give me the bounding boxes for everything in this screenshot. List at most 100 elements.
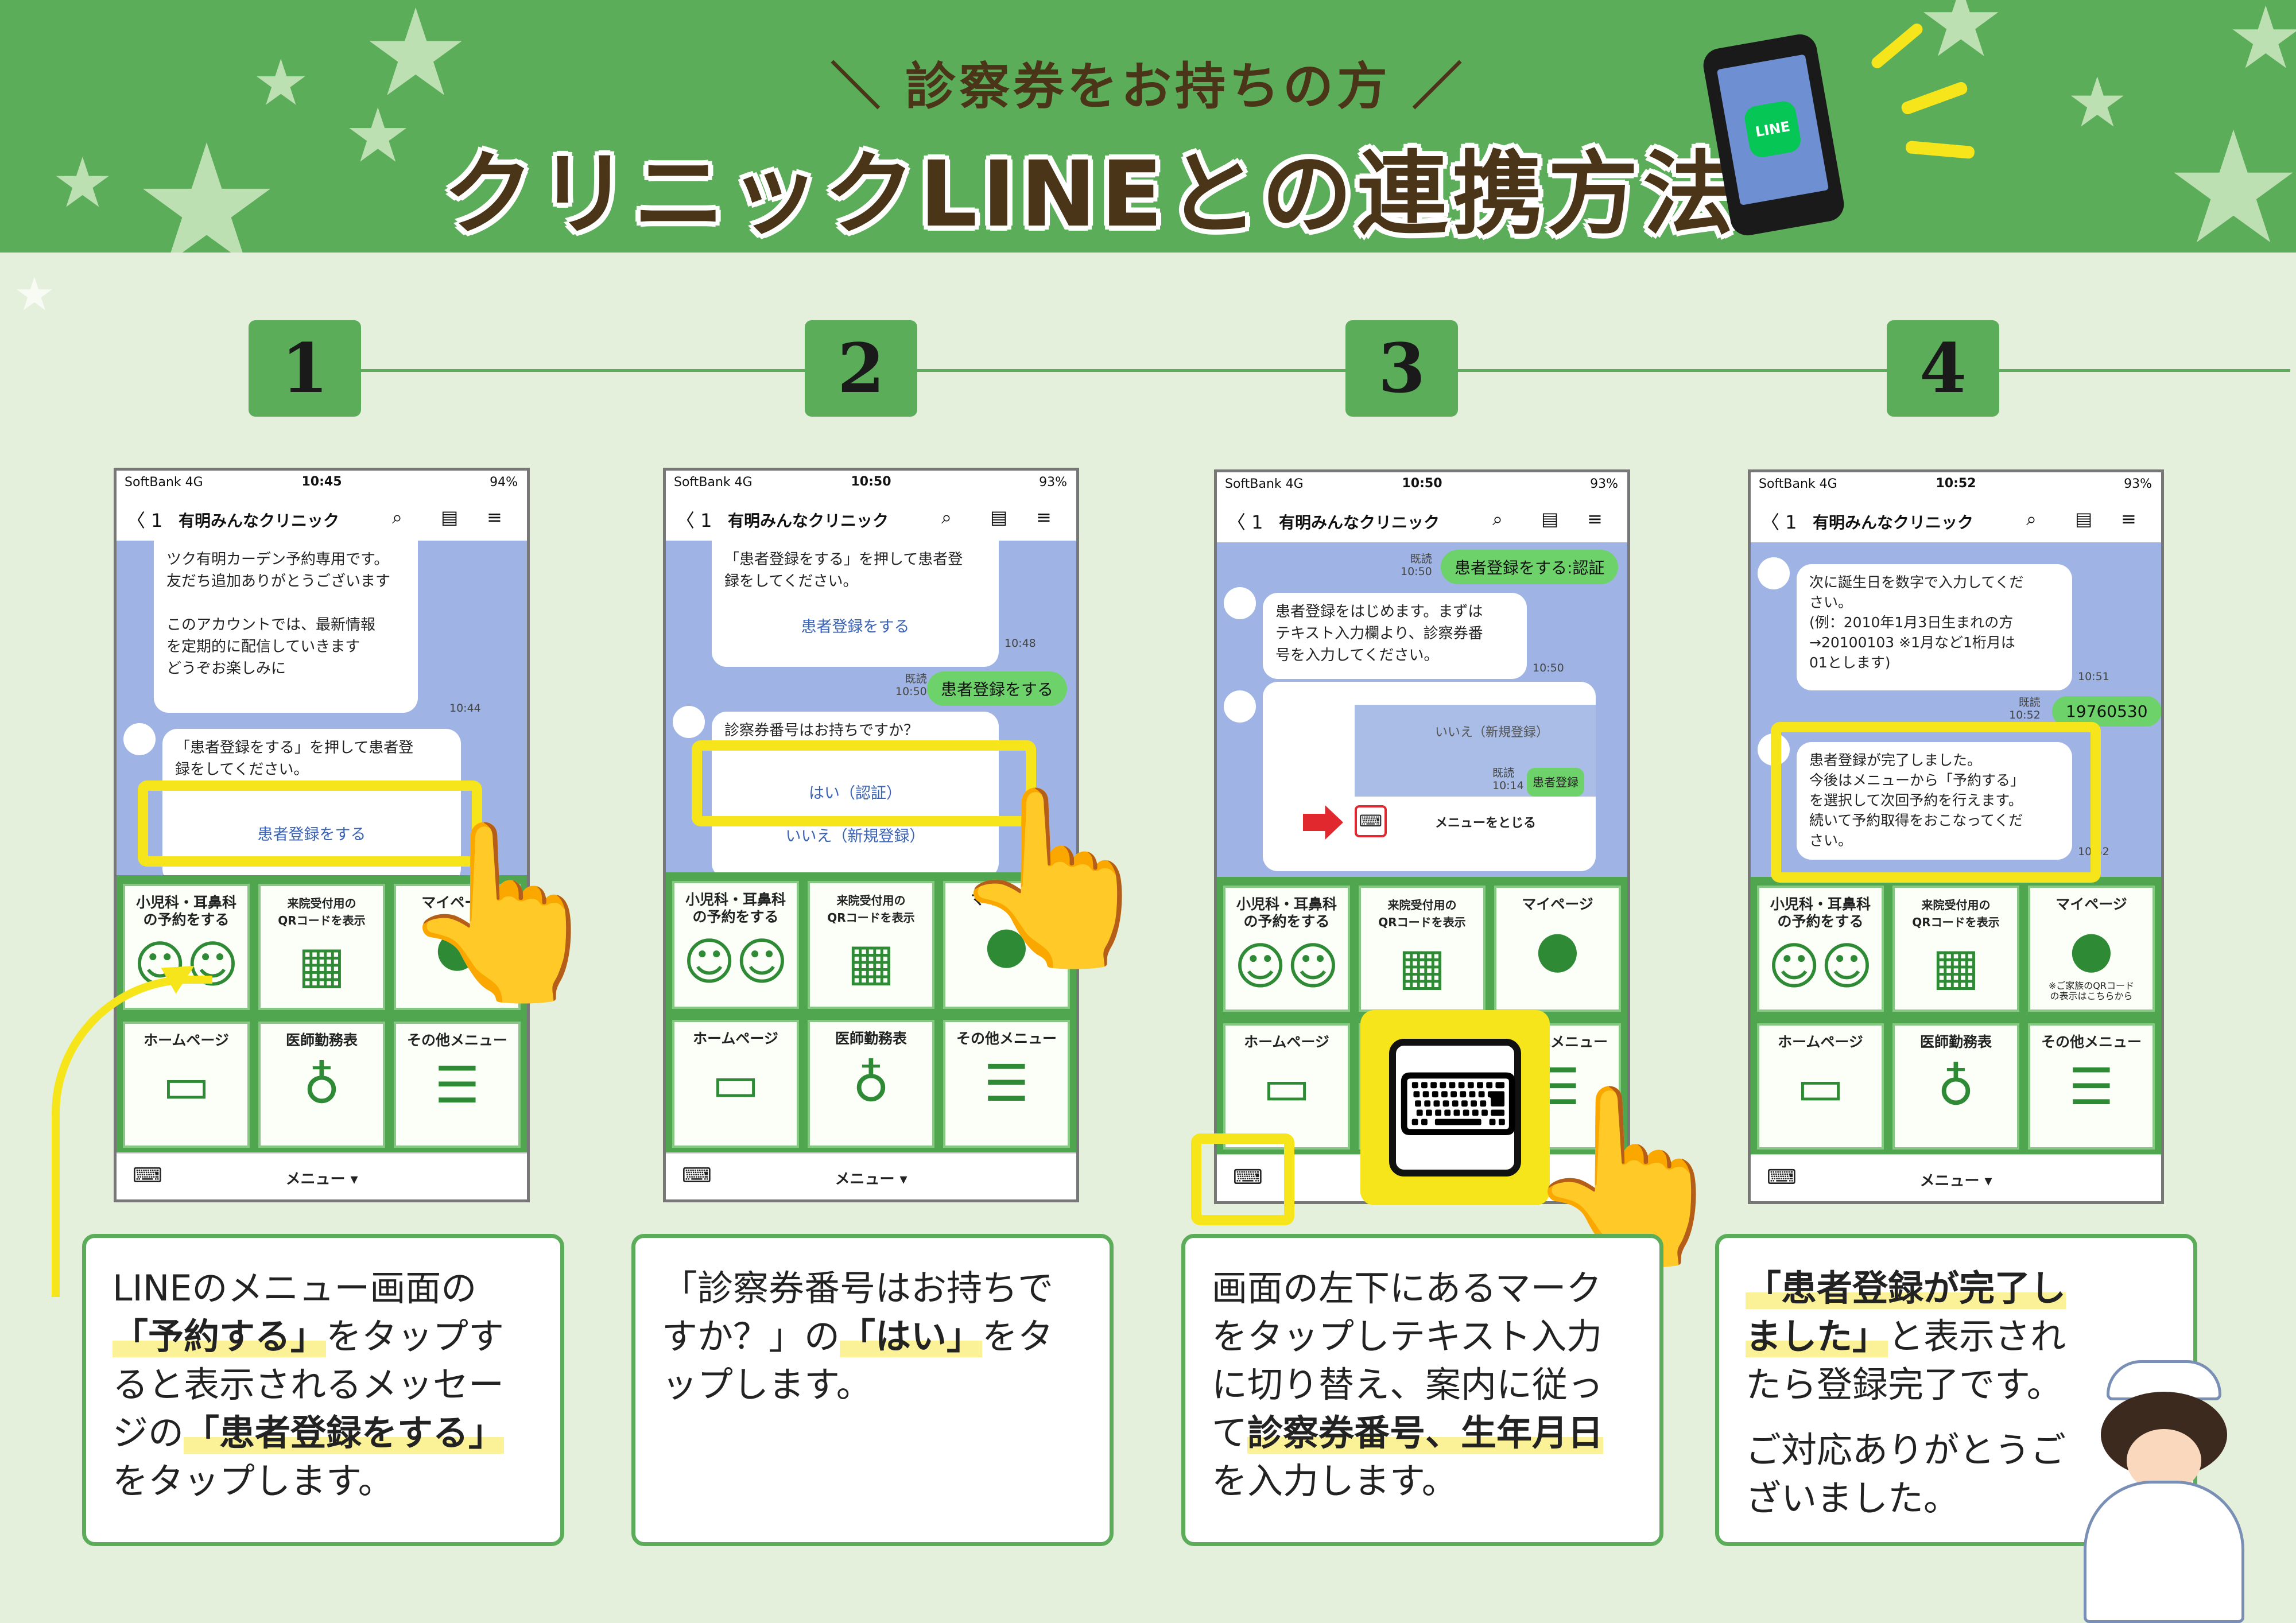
menu-tile-mypage[interactable]: マイページ● (943, 880, 1071, 1009)
star-decoration: ★ (2227, 0, 2296, 88)
arrow-right (1303, 805, 1343, 840)
read-receipt: 既読 10:50 (1401, 553, 1432, 578)
star-decoration: ★ (52, 143, 114, 223)
menu-tile-qr[interactable]: 来院受付用の QRコードを表示▦ (258, 883, 386, 1011)
menu-tile-other[interactable]: その他メニュー☰ (2027, 1023, 2155, 1150)
bot-avatar (673, 706, 705, 738)
keyboard-icon[interactable]: ⌨ (1233, 1166, 1263, 1189)
qr-phone-icon: ▦ (1398, 936, 1446, 996)
back-button[interactable]: 〈 1 (676, 510, 712, 531)
message-time: 10:48 (1004, 637, 1036, 650)
menu-tile-schedule[interactable]: 医師勤務表♁ (807, 1020, 935, 1148)
step4-description: 「患者登録が完了しました」と表示されたら登録完了です。 ご対応ありがとうございま… (1715, 1234, 2197, 1546)
keyboard-icon: ⌨ (1355, 805, 1387, 837)
menu-tile-mypage[interactable]: マイページ●※ご家族のQRコード の表示はこちらから (2027, 885, 2155, 1012)
message-time: 10:50 (1533, 662, 1564, 674)
hamburger-menu-icon[interactable]: ≡ (1587, 508, 1603, 530)
menu-tile-mypage[interactable]: マイページ● (393, 883, 521, 1011)
highlight-box (1191, 1133, 1294, 1225)
menu-tile-other[interactable]: その他メニュー☰ (943, 1020, 1071, 1148)
menu-toggle[interactable]: メニュー ▾ (1919, 1172, 1992, 1190)
user-message: 患者登録をする:認証 (1441, 550, 1619, 584)
chat-header: 〈 1 有明みんなクリニック ⌕ ▤ ≡ (1751, 496, 2161, 542)
register-patient-link[interactable]: 患者登録をする (257, 826, 366, 844)
menu-toggle[interactable]: メニュー ▾ (285, 1171, 358, 1188)
star-decoration: ★ (2066, 63, 2128, 143)
hamburger-menu-icon[interactable]: ≡ (1036, 506, 1052, 528)
no-new-register-option[interactable]: いいえ（新規登録） (785, 828, 925, 845)
chat-header: 〈 1 有明みんなクリニック ⌕ ▤ ≡ (666, 495, 1076, 541)
menu-tile-reserve[interactable]: 小児科・耳鼻科 の予約をする☺☺ (1223, 885, 1351, 1012)
bot-avatar (1758, 557, 1790, 589)
menu-tile-qr[interactable]: 来院受付用の QRコードを表示▦ (1358, 885, 1486, 1012)
highlight-box (1771, 722, 2101, 883)
menu-tile-homepage[interactable]: ホームページ▭ (1756, 1023, 1884, 1150)
keyboard-icon: ⌨ (1389, 1039, 1521, 1177)
menu-toggle[interactable]: メニュー ▾ (835, 1171, 907, 1188)
yes-verify-option[interactable]: はい（認証） (809, 785, 902, 802)
children-faces-icon: ☺☺ (1234, 936, 1340, 996)
menu-tile-schedule[interactable]: 医師勤務表♁ (1892, 1023, 2020, 1150)
search-icon[interactable]: ⌕ (1492, 508, 1503, 530)
menu-tile-other[interactable]: その他メニュー☰ (393, 1021, 521, 1148)
keyboard-icon[interactable]: ⌨ (682, 1164, 712, 1187)
list-icon: ☰ (2069, 1057, 2114, 1116)
hamburger-menu-icon[interactable]: ≡ (487, 506, 502, 528)
children-faces-icon: ☺☺ (682, 931, 789, 991)
step1-description: LINEのメニュー画面の「予約する」をタップすると表示されるメッセージの「患者登… (82, 1234, 564, 1546)
menu-tile-schedule[interactable]: 医師勤務表♁ (258, 1021, 386, 1148)
back-button[interactable]: 〈 1 (127, 510, 163, 531)
bot-avatar (1224, 690, 1256, 723)
step-connector-line (253, 369, 2290, 372)
stethoscope-icon: ♁ (1937, 1057, 1975, 1116)
back-button[interactable]: 〈 1 (1227, 511, 1263, 533)
menu-tile-reserve[interactable]: 小児科・耳鼻科 の予約をする☺☺ (1756, 885, 1884, 1012)
star-decoration: ★ (14, 267, 55, 321)
chat-title: 有明みんなクリニック (1813, 513, 1974, 532)
chat-title: 有明みんなクリニック (1279, 513, 1440, 532)
search-icon[interactable]: ⌕ (2026, 508, 2037, 530)
user-message: 患者登録をする (927, 671, 1068, 706)
register-patient-link[interactable]: 患者登録をする (801, 618, 910, 636)
notes-icon[interactable]: ▤ (990, 506, 1008, 528)
menu-tile-homepage[interactable]: ホームページ▭ (672, 1020, 800, 1148)
menu-tile-qr[interactable]: 来院受付用の QRコードを表示▦ (807, 880, 935, 1009)
menu-tile-homepage[interactable]: ホームページ▭ (1223, 1023, 1351, 1150)
pointing-hand-icon: 👆 (1521, 1076, 1736, 1276)
chat-header: 〈 1 有明みんなクリニック ⌕ ▤ ≡ (1217, 496, 1627, 542)
bot-avatar (123, 723, 156, 755)
search-icon[interactable]: ⌕ (392, 506, 402, 528)
bowing-nurse-illustration (2072, 1360, 2250, 1623)
notes-icon[interactable]: ▤ (441, 506, 459, 528)
star-decoration: ★ (132, 109, 281, 253)
step-number-1: 1 (249, 320, 361, 417)
notes-icon[interactable]: ▤ (2075, 508, 2093, 530)
menu-tile-qr[interactable]: 来院受付用の QRコードを表示▦ (1892, 885, 2020, 1012)
star-decoration: ★ (253, 46, 309, 119)
hamburger-menu-icon[interactable]: ≡ (2121, 508, 2136, 530)
computer-icon: ▭ (711, 1054, 760, 1113)
stethoscope-icon: ♁ (303, 1055, 340, 1115)
step2-description: 「診察券番号はお持ちですか？」の「はい」をタップします。 (631, 1234, 1114, 1546)
chat-message: 次に誕生日を数字で入力してくだ さい。 (例：2010年1月3日生まれの方 →2… (1797, 564, 2072, 690)
chat-header: 〈 1 有明みんなクリニック ⌕ ▤ ≡ (117, 495, 527, 541)
computer-icon: ▭ (1796, 1057, 1845, 1116)
list-icon: ☰ (984, 1054, 1029, 1113)
menu-tile-mypage[interactable]: マイページ● (1494, 885, 1622, 1012)
bottom-bar: ⌨ メニュー ▾ (1751, 1154, 2161, 1201)
pointing-hand-icon: 👆 (947, 778, 1162, 978)
read-receipt: 既読 10:50 (895, 673, 927, 698)
list-icon: ☰ (435, 1055, 480, 1115)
read-receipt: 既読 10:52 (2009, 696, 2041, 721)
step-number-3: 3 (1345, 320, 1458, 417)
search-icon[interactable]: ⌕ (941, 506, 952, 528)
back-button[interactable]: 〈 1 (1761, 511, 1797, 533)
notes-icon[interactable]: ▤ (1541, 508, 1559, 530)
keyboard-icon[interactable]: ⌨ (1767, 1166, 1797, 1189)
menu-tile-reserve[interactable]: 小児科・耳鼻科 の予約をする☺☺ (672, 880, 800, 1009)
user-icon: ● (435, 917, 479, 977)
